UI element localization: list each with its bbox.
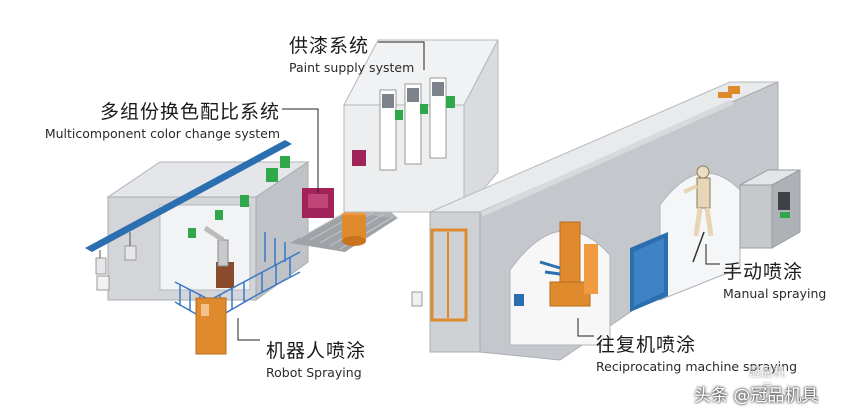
label-paint-supply-zh: 供漆系统 xyxy=(289,35,370,57)
label-manual-en: Manual spraying xyxy=(723,286,827,301)
label-robot-zh: 机器人喷涂 xyxy=(266,340,367,362)
label-color-change-zh: 多组份换色配比系统 xyxy=(99,101,280,123)
green-box xyxy=(188,228,196,238)
label-reciprocating-en: Reciprocating machine spraying xyxy=(596,359,798,374)
control-cabinet xyxy=(739,169,801,249)
manual-sprayer xyxy=(683,165,714,263)
label-reciprocating: 往复机喷涂 Reciprocating machine spraying xyxy=(596,330,797,374)
label-robot-en: Robot Spraying xyxy=(266,365,362,380)
label-color-change-en: Multicomponent color change system xyxy=(44,126,280,141)
label-manual: 手动喷涂 Manual spraying xyxy=(723,257,826,301)
paint-supply-cabinet xyxy=(343,39,499,214)
watermark: 头条 @冠品机具 xyxy=(694,386,819,406)
label-manual-zh: 手动喷涂 xyxy=(723,261,804,283)
overhead-conveyor xyxy=(85,140,292,291)
label-robot: 机器人喷涂 Robot Spraying xyxy=(266,336,366,380)
label-paint-supply-en: Paint supply system xyxy=(289,60,415,75)
label-reciprocating-zh: 往复机喷涂 xyxy=(596,334,697,356)
leader-lines xyxy=(237,41,720,341)
label-color-change: 多组份换色配比系统 Multicomponent color change sy… xyxy=(45,97,280,141)
reciprocator xyxy=(430,221,598,322)
label-paint-supply: 供漆系统 Paint supply system xyxy=(289,31,414,75)
watermark-logo: 冠品机具 xyxy=(748,365,785,396)
robot-arm xyxy=(203,225,234,288)
robot-controller xyxy=(195,297,227,355)
